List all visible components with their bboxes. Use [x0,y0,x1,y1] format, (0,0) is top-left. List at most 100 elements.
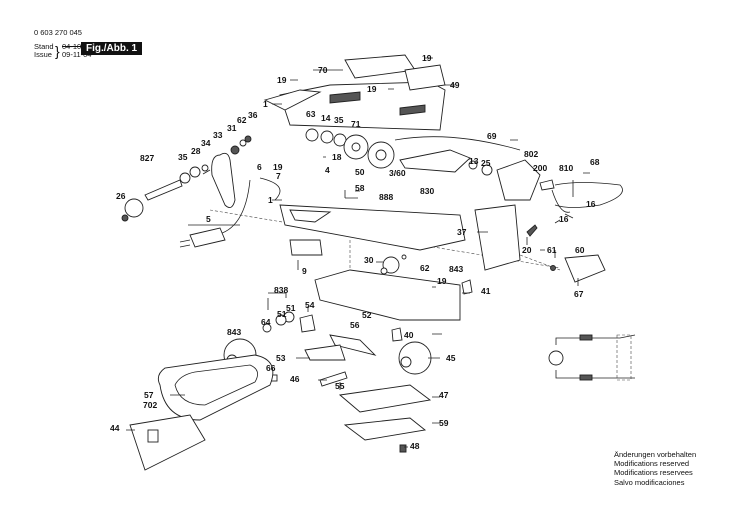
callout-66: 66 [266,363,276,373]
callout-62: 62 [420,263,430,273]
callout-7: 7 [276,171,281,181]
note-de: Änderungen vorbehalten [614,450,697,459]
callout-702: 702 [143,400,157,410]
callout-45: 45 [446,353,456,363]
callout-49: 49 [450,80,460,90]
housing-bottom [279,204,466,251]
callout-36: 36 [248,110,258,120]
callout-802: 802 [524,149,538,159]
callout-47: 47 [439,390,449,400]
side-handle [474,204,521,271]
callout-25: 25 [481,158,491,168]
callout-35: 35 [178,152,188,162]
callout-16: 16 [586,199,596,209]
callout-843: 843 [449,264,463,274]
callout-63: 63 [306,109,316,119]
callout-44: 44 [110,423,120,433]
callout-1: 1 [263,99,268,109]
callout-19: 19 [422,53,432,63]
callout-16: 16 [559,214,569,224]
note-fr: Modifications reservees [614,468,693,478]
callout-64: 64 [261,317,271,327]
callout-4: 4 [325,165,330,175]
issue-date: 09-11-04 [62,50,92,59]
callout-53: 53 [276,353,286,363]
wiring [551,182,623,213]
drive-belt [121,152,236,222]
roller-assembly [223,311,432,387]
callout-50: 50 [355,167,365,177]
front-knob [564,254,606,283]
nut-icon [550,265,556,271]
callout-13: 13 [469,156,479,166]
callout-48: 48 [410,441,420,451]
callout-3-60: 3/60 [389,168,406,178]
callout-51: 51 [286,303,296,313]
motor-armature [394,136,555,201]
callout-33: 33 [213,130,223,140]
sanding-belt [157,354,274,421]
callout-830: 830 [420,186,434,196]
dust-cover [129,414,206,471]
callout-55: 55 [335,381,345,391]
callout-37: 37 [457,227,467,237]
callout-56: 56 [350,320,360,330]
label-plate [289,239,323,256]
housing-top [263,54,446,131]
callout-46: 46 [290,374,300,384]
callout-827: 827 [140,153,154,163]
screw-icon [399,444,407,453]
base-frame [314,254,473,321]
part-number: 0 603 270 045 [34,28,82,37]
callout-57: 57 [144,390,154,400]
platen-plate [343,417,427,441]
brace-icon: } [55,43,60,59]
callout-40: 40 [404,330,414,340]
callout-31: 31 [227,123,237,133]
callout-5: 5 [206,214,211,224]
callout-20: 20 [522,245,532,255]
callout-71: 71 [351,119,361,129]
callout-70: 70 [318,65,328,75]
callout-843: 843 [227,327,241,337]
power-cord [179,177,281,248]
callout-34: 34 [201,138,211,148]
callout-62: 62 [237,115,247,125]
note-en: Modifications reserved [614,459,690,469]
callout-14: 14 [321,113,331,123]
callout-54: 54 [305,300,315,310]
callout-30: 30 [364,255,374,265]
callout-838: 838 [274,285,288,295]
gear-parts [230,128,395,169]
callout-61: 61 [547,245,557,255]
callout-19: 19 [273,162,283,172]
callout-888: 888 [379,192,393,202]
callout-67: 67 [574,289,584,299]
callout-6: 6 [257,162,262,172]
callout-52: 52 [362,310,372,320]
callout-1: 1 [268,195,273,205]
figure-badge: Fig./Abb. 1 [81,42,143,55]
callout-9: 9 [302,266,307,276]
note-es: Salvo modificaciones [614,477,685,487]
callout-810: 810 [559,163,573,173]
screw-icon [526,224,538,237]
callout-68: 68 [590,157,600,167]
callout-200: 200 [533,163,547,173]
callout-26: 26 [116,191,126,201]
callout-41: 41 [481,286,491,296]
notes-block: Änderungen vorbehalten Modifications res… [614,450,696,487]
callout-60: 60 [575,245,585,255]
callout-58: 58 [355,183,365,193]
issue-label: Issue [34,50,52,59]
stand-date: 04-10 [62,42,82,51]
callout-28: 28 [191,146,201,156]
callout-19: 19 [367,84,377,94]
stand-label: Stand [34,42,54,51]
callout-19: 19 [277,75,287,85]
callout-19: 19 [437,276,447,286]
callout-59: 59 [439,418,449,428]
circuit-diagram [548,334,636,381]
callout-69: 69 [487,131,497,141]
